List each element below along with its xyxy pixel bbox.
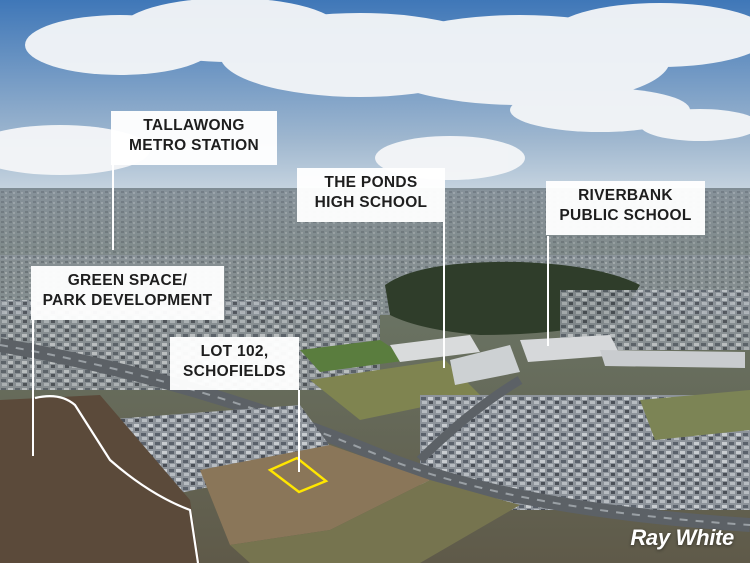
label-line: LOT 102,	[200, 343, 269, 360]
label-line: PARK DEVELOPMENT	[42, 292, 213, 309]
label-lot-102-schofields: LOT 102, SCHOFIELDS	[170, 337, 299, 390]
leader-green-space	[32, 320, 34, 456]
leader-tallawong	[112, 165, 114, 250]
label-the-ponds-high-school: THE PONDS HIGH SCHOOL	[297, 168, 445, 222]
leader-ponds	[443, 222, 445, 368]
label-tallawong-metro-station: TALLAWONG METRO STATION	[111, 111, 277, 165]
label-green-space-park-development: GREEN SPACE/ PARK DEVELOPMENT	[31, 266, 224, 320]
leader-lot	[298, 390, 300, 472]
school-buildings	[390, 335, 480, 362]
cleared-land	[0, 395, 200, 563]
label-line: PUBLIC SCHOOL	[559, 207, 692, 224]
label-line: SCHOFIELDS	[183, 363, 286, 380]
label-line: METRO STATION	[129, 137, 259, 154]
label-line: TALLAWONG	[143, 117, 245, 134]
lot-outline	[267, 456, 329, 494]
label-line: GREEN SPACE/	[67, 272, 188, 289]
clouds	[0, 0, 750, 180]
ray-white-logo: Ray White	[630, 525, 734, 550]
label-line: HIGH SCHOOL	[314, 194, 428, 211]
label-line: THE PONDS	[324, 174, 418, 191]
label-line: RIVERBANK	[578, 187, 673, 204]
school-field	[310, 360, 480, 420]
boundary-line	[34, 395, 200, 563]
leader-riverbank	[547, 236, 549, 346]
label-riverbank-public-school: RIVERBANK PUBLIC SCHOOL	[546, 181, 705, 235]
